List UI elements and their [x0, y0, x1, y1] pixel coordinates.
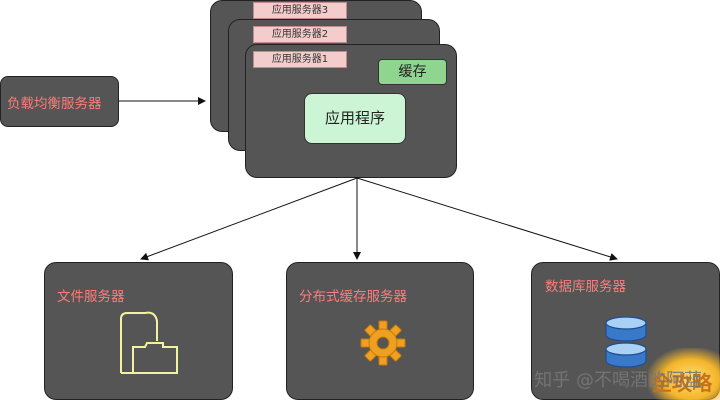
app-server-3-tab: 应用服务器3 [253, 2, 347, 19]
watermark: 知乎 @不喝酒的阿蓝 [534, 370, 702, 391]
load-balancer-node: 负载均衡服务器 [0, 76, 119, 127]
file-server-label: 文件服务器 [57, 289, 125, 305]
distributed-cache-server-label: 分布式缓存服务器 [299, 289, 407, 305]
load-balancer-label: 负载均衡服务器 [7, 96, 102, 112]
database-icon [605, 316, 647, 368]
corner-badge: 全攻略 [648, 348, 720, 400]
corner-badge-text: 全攻略 [652, 371, 712, 395]
application-box: 应用程序 [304, 93, 406, 144]
arrow-app-to-file-server [140, 177, 358, 261]
distributed-cache-server-node: 分布式缓存服务器 [286, 262, 474, 400]
arrow-app-to-database-server [356, 177, 618, 261]
app-server-2-tab: 应用服务器2 [253, 26, 347, 43]
database-server-label: 数据库服务器 [545, 279, 626, 295]
gear-icon [360, 320, 406, 366]
cache-box: 缓存 [378, 59, 447, 85]
app-server-1-tab: 应用服务器1 [253, 51, 347, 68]
folder-icon [120, 311, 178, 374]
